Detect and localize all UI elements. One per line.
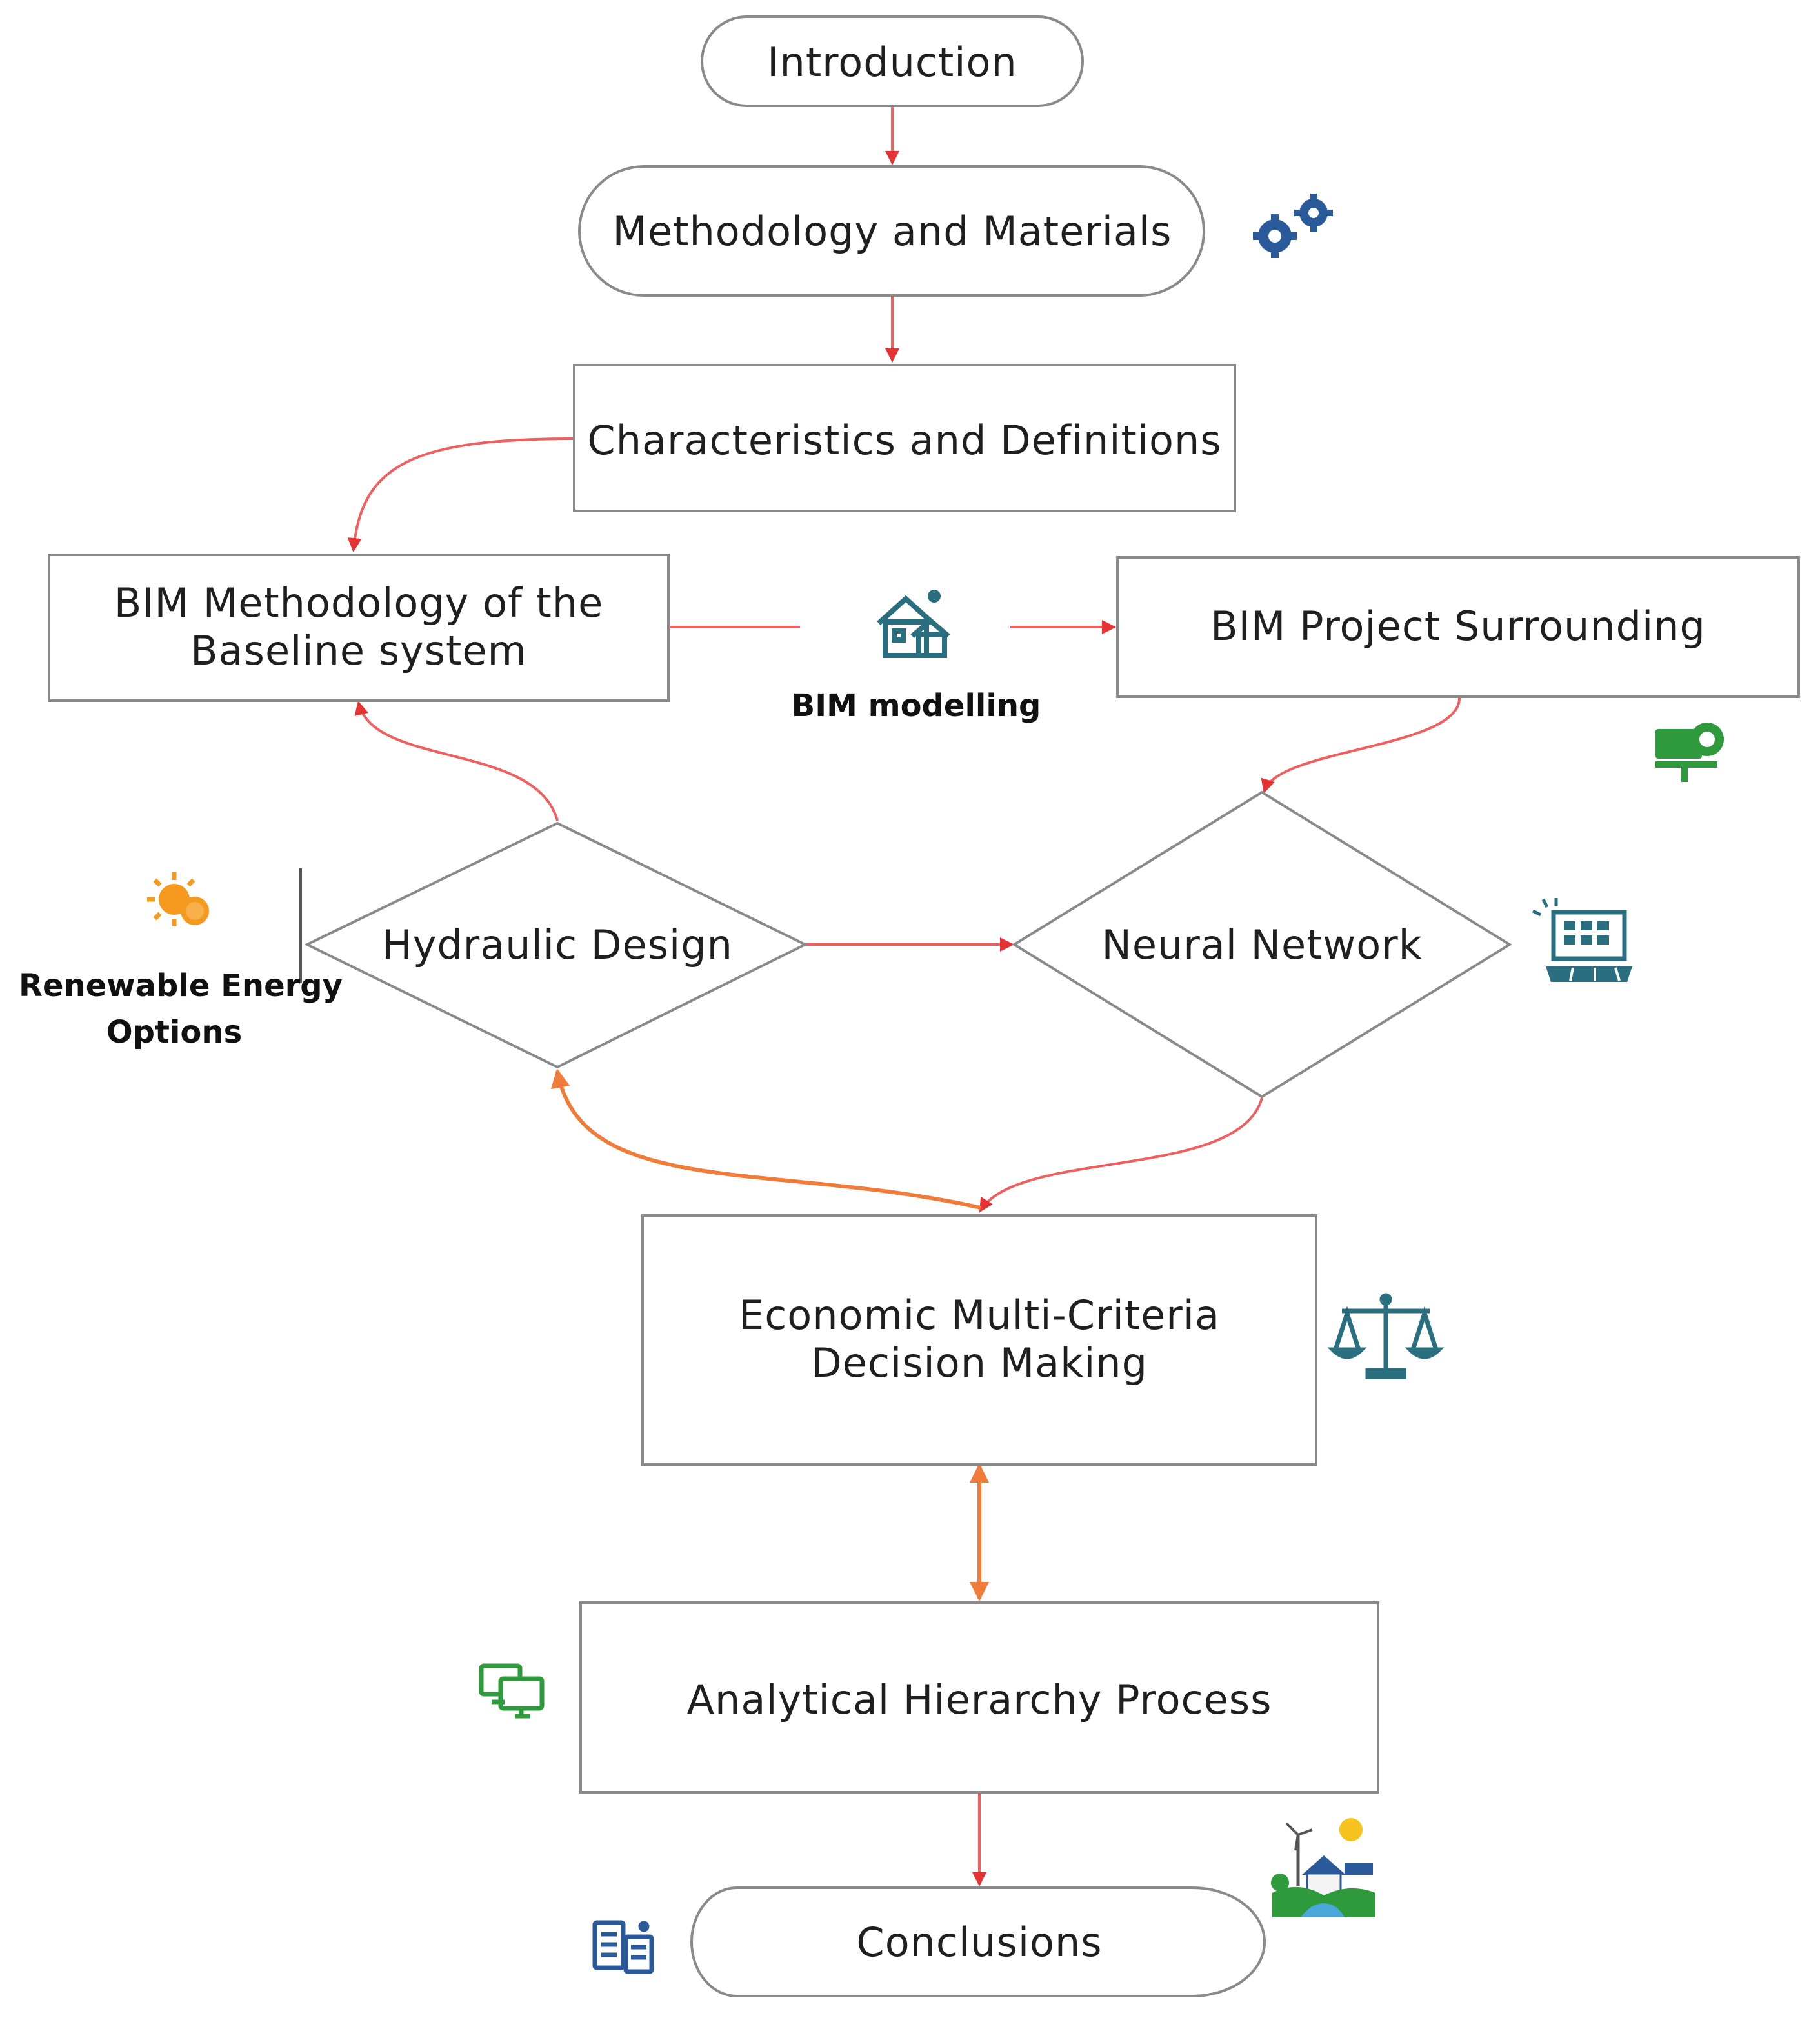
node-methodology: Methodology and Materials (578, 165, 1205, 297)
computers-icon (479, 1663, 545, 1719)
bim-methodology-label-line2: Baseline system (190, 627, 527, 674)
node-bim-methodology: BIM Methodology of the Baseline system (48, 554, 670, 702)
ahp-label: Analytical Hierarchy Process (687, 1676, 1272, 1723)
documents-icon (592, 1920, 654, 1974)
houses-icon (877, 590, 950, 658)
characteristics-label: Characteristics and Definitions (587, 417, 1221, 464)
edge-hydraulic-to-bim-methodology (354, 701, 559, 821)
node-characteristics: Characteristics and Definitions (573, 364, 1236, 512)
node-ahp: Analytical Hierarchy Process (579, 1601, 1379, 1794)
hydraulic-label: Hydraulic Design (382, 921, 733, 968)
edge-neural-to-economic (979, 1097, 1263, 1213)
bim-project-label: BIM Project Surrounding (1210, 603, 1706, 650)
bim-modelling-label: BIM modelling (792, 688, 1041, 724)
economic-label-line1: Economic Multi-Criteria (739, 1292, 1220, 1339)
edges (299, 106, 1461, 1886)
introduction-label: Introduction (767, 39, 1017, 86)
edge-characteristics-to-bim-methodology (347, 437, 575, 552)
edge-economic-to-hydraulic (550, 1068, 981, 1210)
node-conclusions: Conclusions (690, 1886, 1266, 1997)
sun-icon (147, 872, 209, 926)
node-hydraulic: Hydraulic Design (304, 821, 808, 1069)
renewable-label-line2: Options (106, 1014, 242, 1050)
conclusions-label: Conclusions (856, 1919, 1102, 1966)
presentation-icon (1655, 723, 1724, 782)
solar-panel-icon (1532, 898, 1632, 982)
green-energy-house-icon (1271, 1818, 1375, 1917)
node-economic: Economic Multi-Criteria Decision Making (641, 1214, 1317, 1466)
gears-icon (1253, 194, 1333, 258)
node-introduction: Introduction (701, 15, 1084, 107)
node-bim-project: BIM Project Surrounding (1116, 556, 1800, 698)
methodology-label: Methodology and Materials (613, 208, 1172, 255)
edge-bim-project-to-neural (1261, 697, 1461, 794)
renewable-label-line1: Renewable Energy (19, 968, 343, 1004)
economic-label-line2: Decision Making (811, 1339, 1148, 1386)
bim-methodology-label-line1: BIM Methodology of the (114, 579, 604, 626)
balance-scale-icon (1327, 1293, 1445, 1379)
node-neural: Neural Network (1012, 790, 1512, 1099)
neural-label: Neural Network (1101, 921, 1422, 968)
